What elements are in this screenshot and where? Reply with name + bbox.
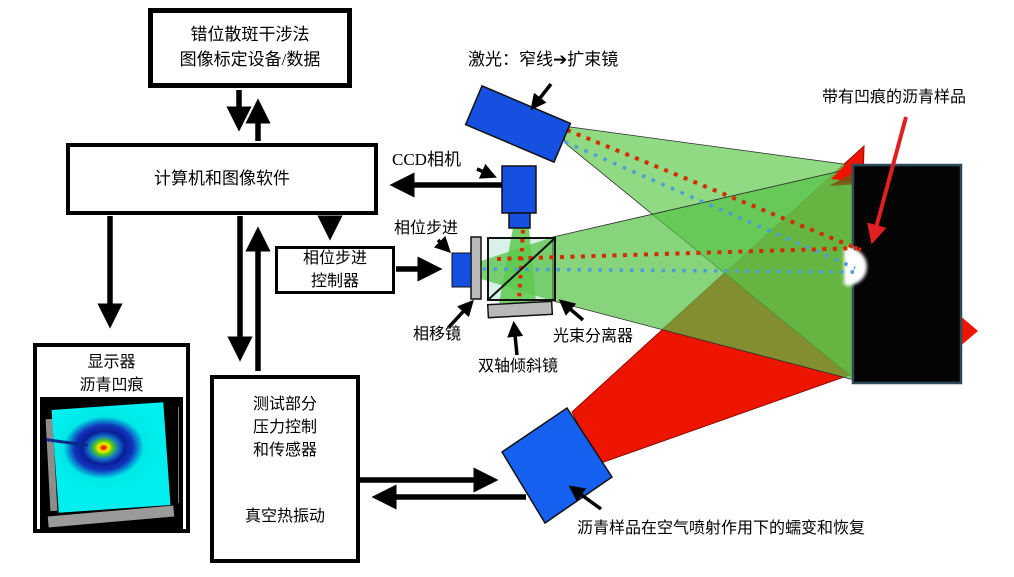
pointer-airjet-label [568,485,603,511]
pointer-phase-mirror-label [447,299,474,329]
monitor-box: 显示器 沥青凹痕 [33,343,190,533]
ccd-camera-label: CCD相机 [392,150,461,169]
sample-label: 带有凹痕的沥青样品 [822,89,967,106]
test-line2: 压力控制 [252,419,317,437]
asphalt-sample [851,163,963,385]
calibration-line1: 错位散斑干涉法 [190,25,310,45]
phase-mirror-label: 相移镜 [413,326,462,343]
laser-red-ray [566,128,862,252]
label-pointers [433,82,603,511]
beam-splitter-diagonal [488,238,555,300]
monitor-line1: 显示器 [87,354,136,371]
calibration-line2: 图像标定设备/数据 [179,50,321,69]
surface-plot [51,402,171,513]
tilt-mirror-label: 双轴倾斜镜 [478,358,559,375]
flow-arrows [97,90,526,510]
biaxial-tilt-mirror [486,300,554,319]
monitor-line2: 沥青凹痕 [79,377,144,395]
test-box: 测试部分 压力控制 和传感器 真空热振动 [210,375,360,563]
controller-box: 相位步进 控制器 [275,246,395,294]
computer-box: 计算机和图像软件 [66,143,378,215]
airjet-caption: 沥青样品在空气喷射作用下的蠕变和恢复 [577,520,866,537]
ccd-camera-body [501,165,537,214]
test-line3: 和传感器 [252,442,317,460]
laser-blue-ray [564,140,856,270]
pointer-tilt-mirror-label [507,320,524,356]
ccd-camera-lens [508,212,531,229]
pointer-laser-label [530,82,553,111]
test-line4: 真空热振动 [244,507,325,525]
test-line1: 测试部分 [252,396,317,413]
phase-shift-mirror [470,236,482,300]
phase-step-actuator [451,252,472,288]
pointer-phase-step-label [433,235,451,253]
plot-axis-line [178,407,179,503]
pointer-ccd-label [476,163,497,179]
red-beam-spill [958,314,978,348]
monitor-screen [40,397,183,529]
controller-line2: 控制器 [310,273,359,290]
calibration-box: 错位散斑干涉法 图像标定设备/数据 [148,8,352,88]
beam-splitter-outline [487,237,556,301]
pointer-sample-label [867,116,908,245]
beam-splitter-label: 光束分离器 [553,328,634,345]
controller-line1: 相位步进 [302,249,367,267]
laser-label: 激光：窄线➔扩束镜 [468,50,619,69]
camera-red-ray [517,229,525,302]
computer-label: 计算机和图像软件 [154,168,290,188]
camera-vertical-beam [499,228,536,303]
observation-red-ray [496,246,861,261]
laser-body [464,84,572,164]
monitor-title: 显示器 沥青凹痕 [79,347,143,397]
pointer-beam-splitter-label [558,299,585,322]
beam-overlap-sliver [829,170,858,186]
phase-step-label: 相位步进 [394,220,459,237]
